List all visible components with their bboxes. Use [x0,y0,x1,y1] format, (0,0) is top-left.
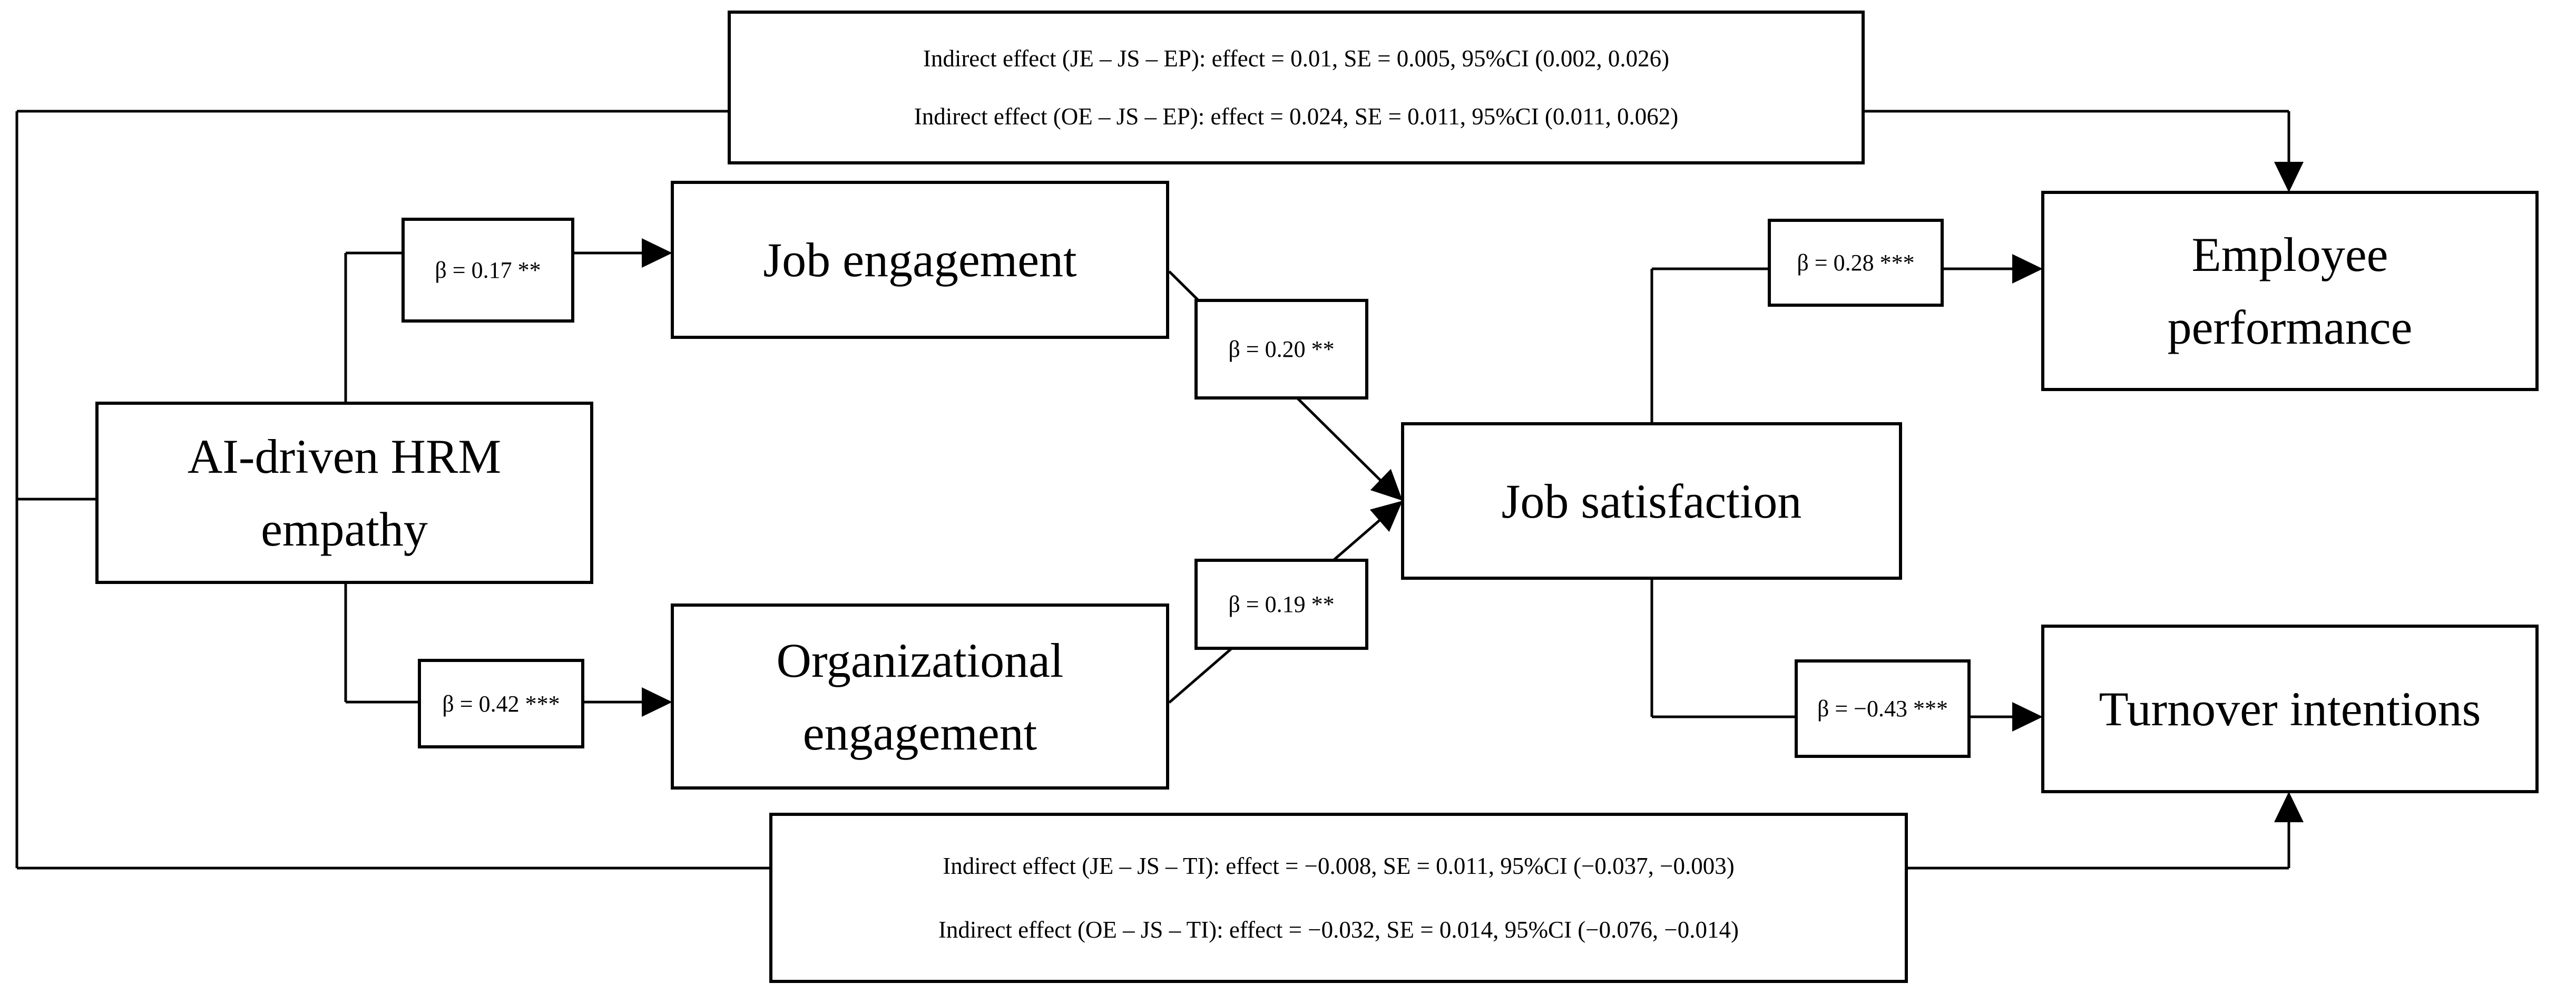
coefficient-ai-to-je-label: β = 0.17 ** [435,257,541,283]
indirect-effect-je-js-ep: Indirect effect (JE – JS – EP): effect =… [923,45,1670,72]
node-ai-label-line2: empathy [261,502,428,556]
indirect-effect-oe-js-ep: Indirect effect (OE – JS – EP): effect =… [914,103,1679,130]
node-ep-label-line1: Employee [2191,228,2388,281]
coefficient-ai-to-oe: β = 0.42 *** [418,659,584,748]
node-js-label: Job satisfaction [1501,474,1802,528]
node-job-engagement: Job engagement [671,181,1169,339]
arrowhead-oe-into-js [1369,501,1403,532]
indirect-effects-top-box: Indirect effect (JE – JS – EP): effect =… [728,11,1865,164]
node-oe-label-line2: engagement [802,706,1037,760]
node-ai-label-line1: AI-driven HRM [187,430,502,483]
node-employee-performance: Employee performance [2041,191,2539,391]
coefficient-oe-to-js: β = 0.19 ** [1194,559,1368,650]
arrowhead-into-ep-left [2012,254,2043,284]
arrowhead-je-into-js [1370,469,1403,501]
arrowhead-into-ti-left [2012,702,2043,732]
indirect-effect-oe-js-ti: Indirect effect (OE – JS – TI): effect =… [938,917,1739,943]
node-turnover-intentions: Turnover intentions [2041,625,2539,793]
node-oe-label-line1: Organizational [776,633,1064,687]
node-je-label: Job engagement [763,233,1077,287]
node-ti-label: Turnover intentions [2099,682,2481,736]
coefficient-ai-to-oe-label: β = 0.42 *** [442,690,560,717]
arrowhead-into-oe [642,687,672,717]
node-job-satisfaction: Job satisfaction [1401,422,1902,580]
node-organizational-engagement: Organizational engagement [671,603,1169,790]
arrowhead-into-je [642,238,672,268]
coefficient-je-to-js-label: β = 0.20 ** [1228,336,1335,362]
arrowhead-into-ep-top [2274,162,2304,192]
coefficient-js-to-ti-label: β = −0.43 *** [1817,696,1948,722]
coefficient-oe-to-js-label: β = 0.19 ** [1228,591,1335,617]
indirect-effects-bottom-box: Indirect effect (JE – JS – TI): effect =… [769,813,1908,983]
coefficient-je-to-js: β = 0.20 ** [1194,299,1368,400]
coefficient-js-to-ep-label: β = 0.28 *** [1797,250,1915,276]
coefficient-js-to-ep: β = 0.28 *** [1768,219,1944,307]
node-ep-label-line2: performance [2167,300,2413,354]
coefficient-ai-to-je: β = 0.17 ** [401,218,574,323]
arrowhead-into-ti-bottom [2274,792,2304,822]
indirect-effect-je-js-ti: Indirect effect (JE – JS – TI): effect =… [943,853,1735,879]
node-ai-driven-hrm-empathy: AI-driven HRM empathy [95,402,593,584]
coefficient-js-to-ti: β = −0.43 *** [1795,659,1971,758]
